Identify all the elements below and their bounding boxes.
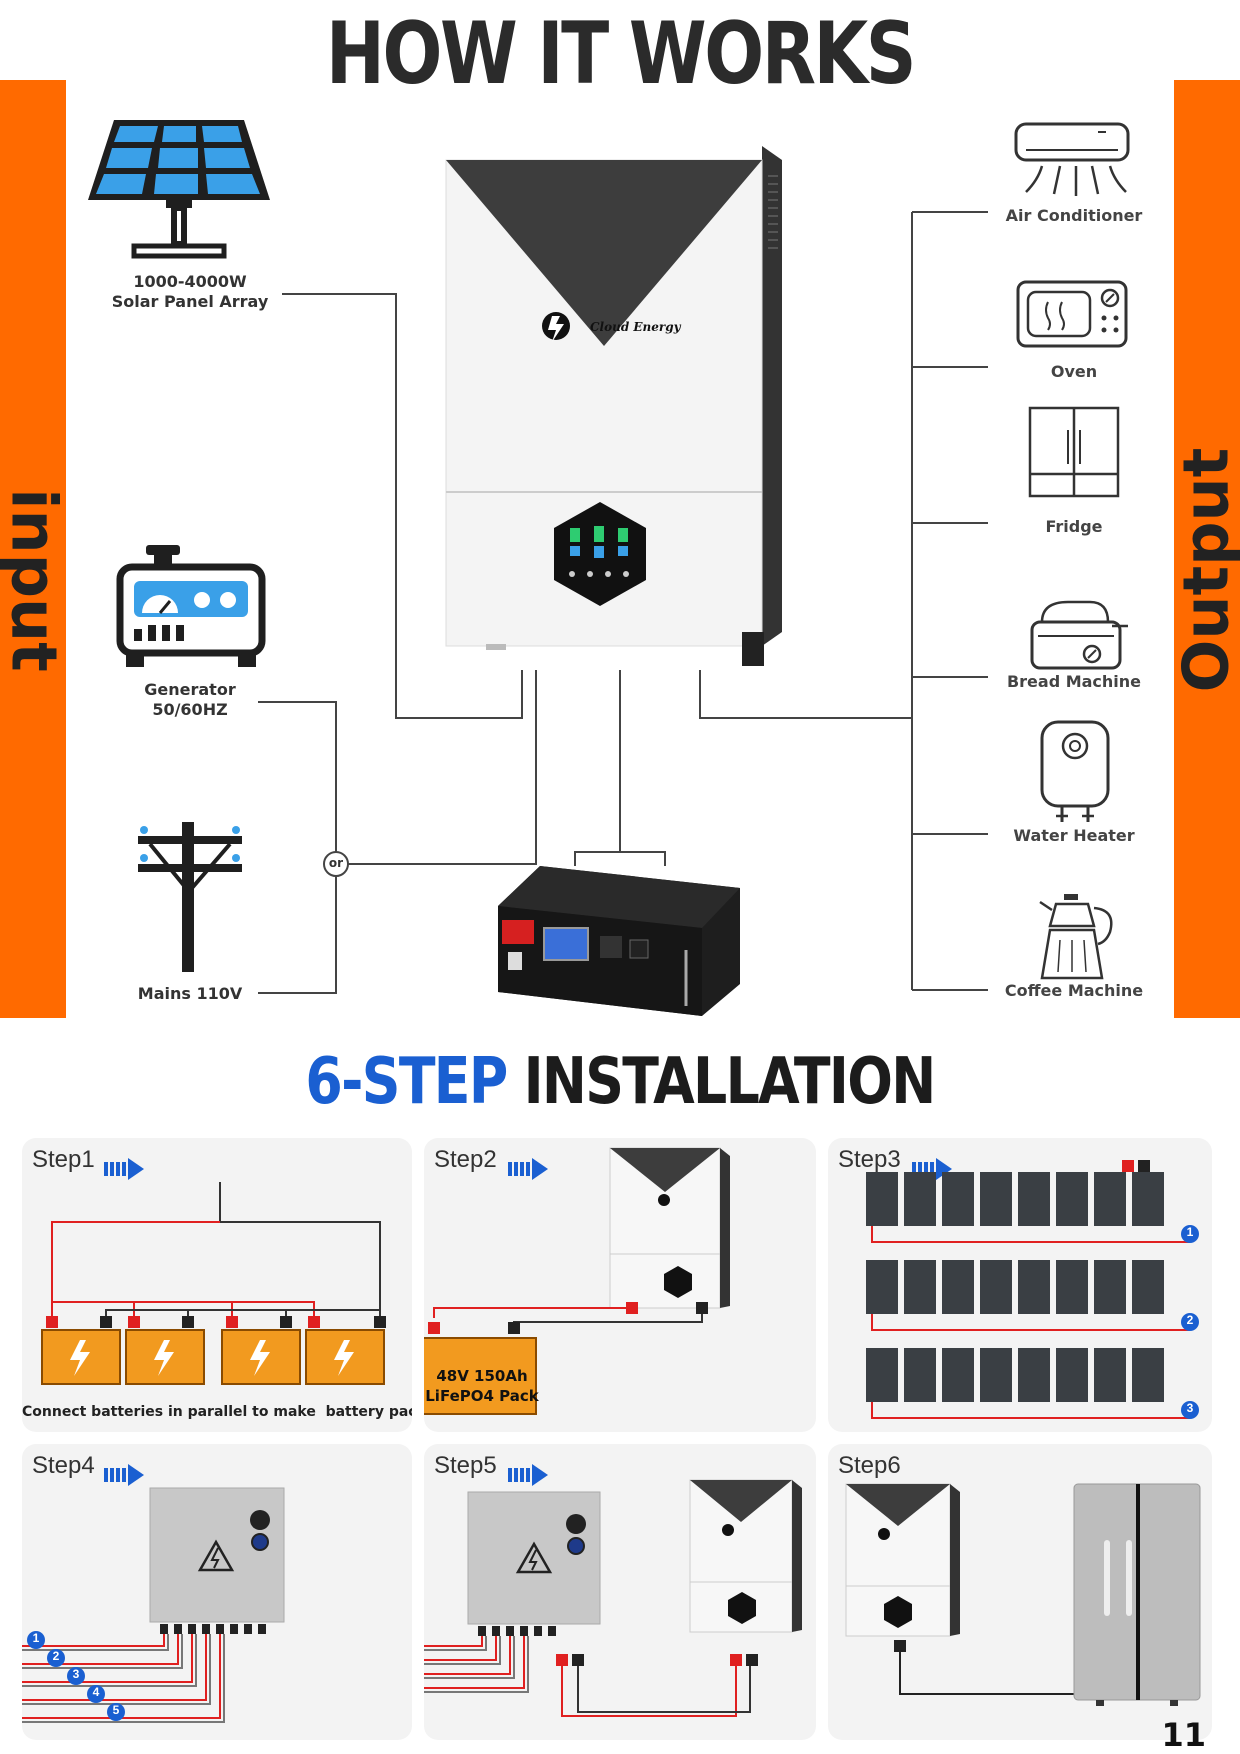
- utility-pole-icon: [138, 822, 242, 972]
- breaker-number-2: 2: [52, 1649, 60, 1663]
- inverter-unit: [445, 146, 782, 666]
- breaker-number-1: 1: [32, 1631, 40, 1645]
- bread-machine-icon: [1030, 600, 1128, 670]
- battery-pack-line1: 48V 150Ah: [436, 1367, 528, 1385]
- step3-diagram: [866, 1158, 1199, 1419]
- step6-panel: Step6: [828, 1444, 1212, 1740]
- step6-label: Step6: [838, 1452, 901, 1479]
- step1-panel: Step1 Connect batt: [22, 1138, 412, 1432]
- mains-label: Mains 110V: [137, 984, 243, 1003]
- or-badge: or: [328, 856, 344, 870]
- installation-title-rest: INSTALLATION: [523, 1045, 937, 1119]
- generator-label: Generator 50/60HZ: [90, 680, 290, 720]
- step5-diagram: [424, 1464, 802, 1717]
- breaker-number-3: 3: [72, 1667, 80, 1681]
- generator-icon: [116, 545, 266, 667]
- string-number-1: 1: [1186, 1225, 1194, 1239]
- breaker-number-5: 5: [112, 1703, 120, 1717]
- output-side-bar: [1174, 80, 1240, 1018]
- string-number-2: 2: [1186, 1313, 1194, 1327]
- step5-panel: Step5: [424, 1444, 816, 1740]
- step2-label: Step2: [434, 1146, 497, 1173]
- solar-label-line2: Solar Panel Array: [111, 292, 269, 311]
- step1-caption: Connect batteries in parallel to make ba…: [22, 1404, 412, 1420]
- battery-rack: [498, 866, 740, 1016]
- oven-icon: [1016, 280, 1128, 348]
- step2-panel: Step2 48V 150Ah LiFePO4 Pack: [424, 1138, 816, 1432]
- breaker-number-4: 4: [92, 1685, 100, 1699]
- solar-label: 1000-4000W Solar Panel Array: [90, 272, 290, 312]
- page-number: 11: [1161, 1716, 1206, 1754]
- solar-panel-icon: [88, 120, 270, 259]
- output-label-bread-machine: Bread Machine: [1006, 672, 1142, 691]
- string-number-3: 3: [1186, 1401, 1194, 1415]
- step3-label: Step3: [838, 1146, 901, 1173]
- output-label-water-heater: Water Heater: [1013, 826, 1135, 845]
- fridge-icon: [1028, 406, 1120, 498]
- installation-title: 6-STEP INSTALLATION: [99, 1045, 1141, 1119]
- battery-pack-label: 48V 150Ah LiFePO4 Pack: [424, 1366, 540, 1406]
- output-label-oven: Oven: [1050, 362, 1098, 381]
- generator-label-line1: Generator: [144, 680, 236, 699]
- inverter-brand: Cloud Energy: [590, 320, 681, 334]
- step6-diagram: [845, 1483, 1201, 1706]
- step4-panel: Step4 1 2 3 4 5: [22, 1444, 412, 1740]
- output-label-coffee-machine: Coffee Machine: [1004, 981, 1144, 1000]
- output-label-fridge: Fridge: [1045, 517, 1103, 536]
- input-side-bar: [0, 80, 66, 1018]
- coffee-machine-icon: [1039, 894, 1113, 980]
- step5-label: Step5: [434, 1452, 497, 1479]
- installation-title-highlight: 6-STEP: [305, 1045, 508, 1119]
- solar-label-line1: 1000-4000W: [133, 272, 247, 291]
- step4-label: Step4: [32, 1452, 95, 1479]
- step2-diagram: [424, 1147, 730, 1415]
- water-heater-icon: [1040, 720, 1110, 822]
- page-title: HOW IT WORKS: [325, 4, 917, 104]
- step4-diagram: [22, 1464, 285, 1723]
- output-label-air-conditioner: Air Conditioner: [1005, 206, 1143, 225]
- step3-panel: Step3 1 2 3: [828, 1138, 1212, 1432]
- battery-pack-line2: LiFePO4 Pack: [425, 1387, 539, 1405]
- generator-label-line2: 50/60HZ: [152, 700, 228, 719]
- air-conditioner-icon: [1014, 122, 1130, 196]
- step1-label: Step1: [32, 1146, 95, 1173]
- step1-diagram: [41, 1158, 386, 1385]
